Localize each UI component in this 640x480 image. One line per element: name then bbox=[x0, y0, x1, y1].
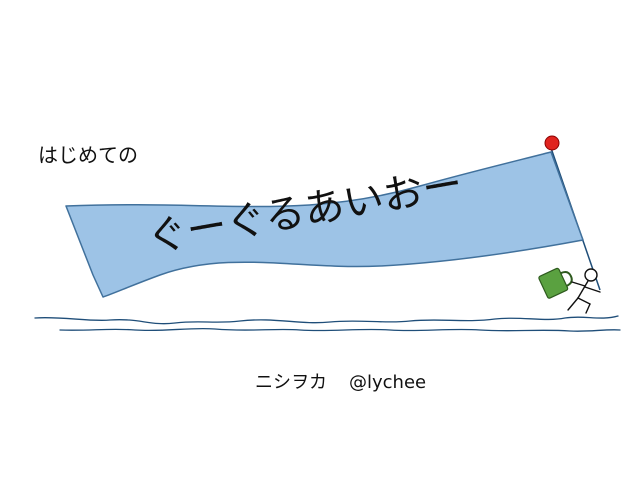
author-handle: @lychee bbox=[349, 372, 427, 393]
stick-figure-icon bbox=[567, 268, 601, 314]
banner-flag bbox=[65, 151, 584, 298]
author-name: ニシヲカ bbox=[255, 372, 327, 393]
ground-line bbox=[34, 315, 619, 325]
ground-line-lower bbox=[59, 327, 621, 332]
flag-ball-icon bbox=[544, 135, 560, 151]
pre-title: はじめての bbox=[38, 143, 138, 167]
mug-icon bbox=[538, 267, 573, 299]
author-line: ニシヲカ @lychee bbox=[255, 368, 426, 394]
